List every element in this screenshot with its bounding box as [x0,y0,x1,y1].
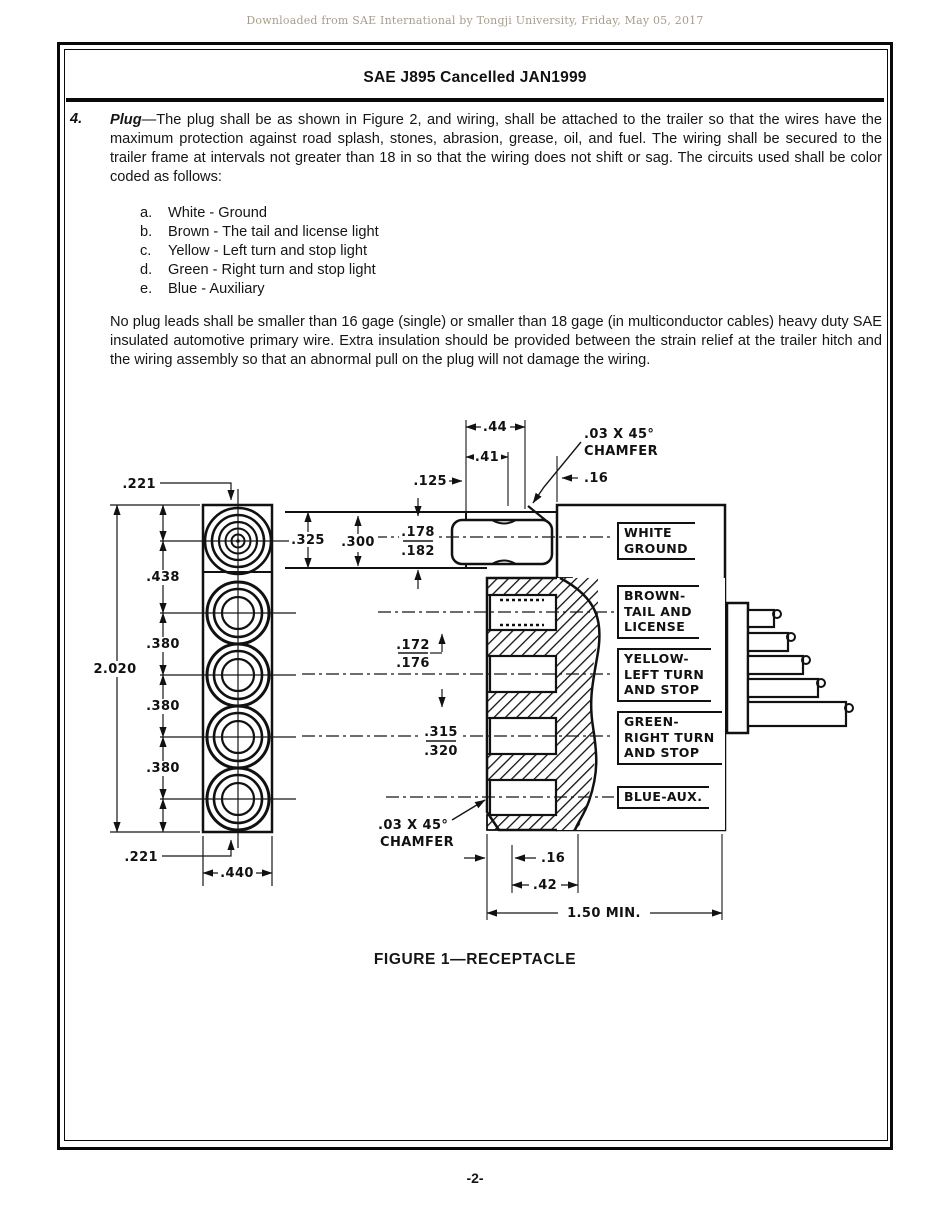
label-brown-tail-license: BROWN- TAIL AND LICENSE [617,585,699,639]
list-letter: e. [140,281,153,297]
list-text: Yellow - Left turn and stop light [168,243,368,259]
dim-slot-lower: .176 [396,656,430,671]
pitch-dimension-chain: .438 .380 .380 .380 [143,504,183,833]
list-text: Brown - The tail and license light [168,224,379,240]
dim-pitch-1: .438 [146,570,180,585]
dim-slot-upper: .172 [396,638,430,653]
top-dimensions: .44 .41 .125 .16 .03 X 45° CHAMFER [413,420,658,517]
overall-height-dimension: 2.020 [92,504,138,833]
dim-pitch-2: .380 [146,637,180,652]
label-white-ground: WHITE GROUND [617,522,695,560]
offset-dimensions: .221 .221 [122,477,235,865]
dim-top-offset: .221 [122,477,156,492]
dim-base-16: .16 [541,851,565,866]
body-profile-curve [559,576,601,831]
dim-depth-outer: .44 [483,420,507,435]
wire-bundle [725,601,854,735]
socket-stack-outline [485,576,557,832]
paragraph-wire-gage: No plug leads shall be smaller than 16 g… [110,314,882,368]
list-letter: d. [140,262,153,278]
chamfer-note-bottom-line2: CHAMFER [380,835,454,850]
dim-overall-height: 2.020 [93,662,136,677]
front-view-drawing: .438 .380 .380 .380 2.020 .221 .221 [92,477,296,886]
watermark-text: Downloaded from SAE International by Ton… [246,14,704,27]
label-green-right-turn: GREEN- RIGHT TURN AND STOP [617,711,722,765]
bottom-chamfer-note: .03 X 45° CHAMFER [378,799,486,850]
dim-cavity-upper: .315 [424,725,458,740]
section-paragraph: Plug—The plug shall be as shown in Figur… [110,111,882,187]
middle-dimensions: .172 .176 .315 .320 [394,633,461,759]
list-letter: a. [140,205,153,221]
page-border-outer [57,42,893,1150]
figure-caption: FIGURE 1—RECEPTACLE [373,951,577,968]
dim-overall-depth: 1.50 MIN. [567,906,641,921]
dim-pin-dia-lower: .182 [401,544,435,559]
chamfer-note-top-line1: .03 X 45° [584,427,654,442]
dim-pitch-3: .380 [146,699,180,714]
section-number: 4. [70,111,83,127]
label-blue-aux: BLUE-AUX. [617,786,710,809]
dim-width: .440 [220,866,254,881]
chamfer-note-top-line2: CHAMFER [584,444,658,459]
dim-bore-height: .300 [341,535,375,550]
list-text: Blue - Auxiliary [168,281,265,297]
bottom-dimensions: .16 .42 1.50 MIN. [464,834,723,921]
dim-depth-inner: .41 [475,450,499,465]
dim-base-42: .42 [533,878,557,893]
dim-pitch-4: .380 [146,761,180,776]
header-rule [66,98,884,102]
left-dimensions: .325 .300 .178 .182 [289,498,437,589]
dim-lip: .125 [413,474,447,489]
label-yellow-left-turn: YELLOW- LEFT TURN AND STOP [617,648,712,702]
dim-pin-dia-upper: .178 [401,525,435,540]
dim-wall-top: .16 [584,471,608,486]
list-letter: c. [140,243,152,259]
ground-pin-socket [450,505,554,566]
section-intro-text: —The plug shall be as shown in Figure 2,… [110,112,882,185]
dim-boss-height: .325 [291,533,325,548]
section-term: Plug [110,112,142,128]
page-border-inner [64,49,888,1141]
section-view-drawing: .44 .41 .125 .16 .03 X 45° CHAMFER .325 [285,420,854,921]
list-text: Green - Right turn and stop light [168,262,376,278]
document-title: SAE J895 Cancelled JAN1999 [363,69,587,86]
width-dimension: .440 [202,836,273,886]
dim-bottom-offset: .221 [124,850,158,865]
dim-cavity-lower: .320 [424,744,458,759]
list-text: White - Ground [168,205,267,221]
contact-circles [203,506,273,832]
chamfer-note-bottom-line1: .03 X 45° [378,818,448,833]
page-number: -2- [466,1170,484,1186]
list-letter: b. [140,224,153,240]
